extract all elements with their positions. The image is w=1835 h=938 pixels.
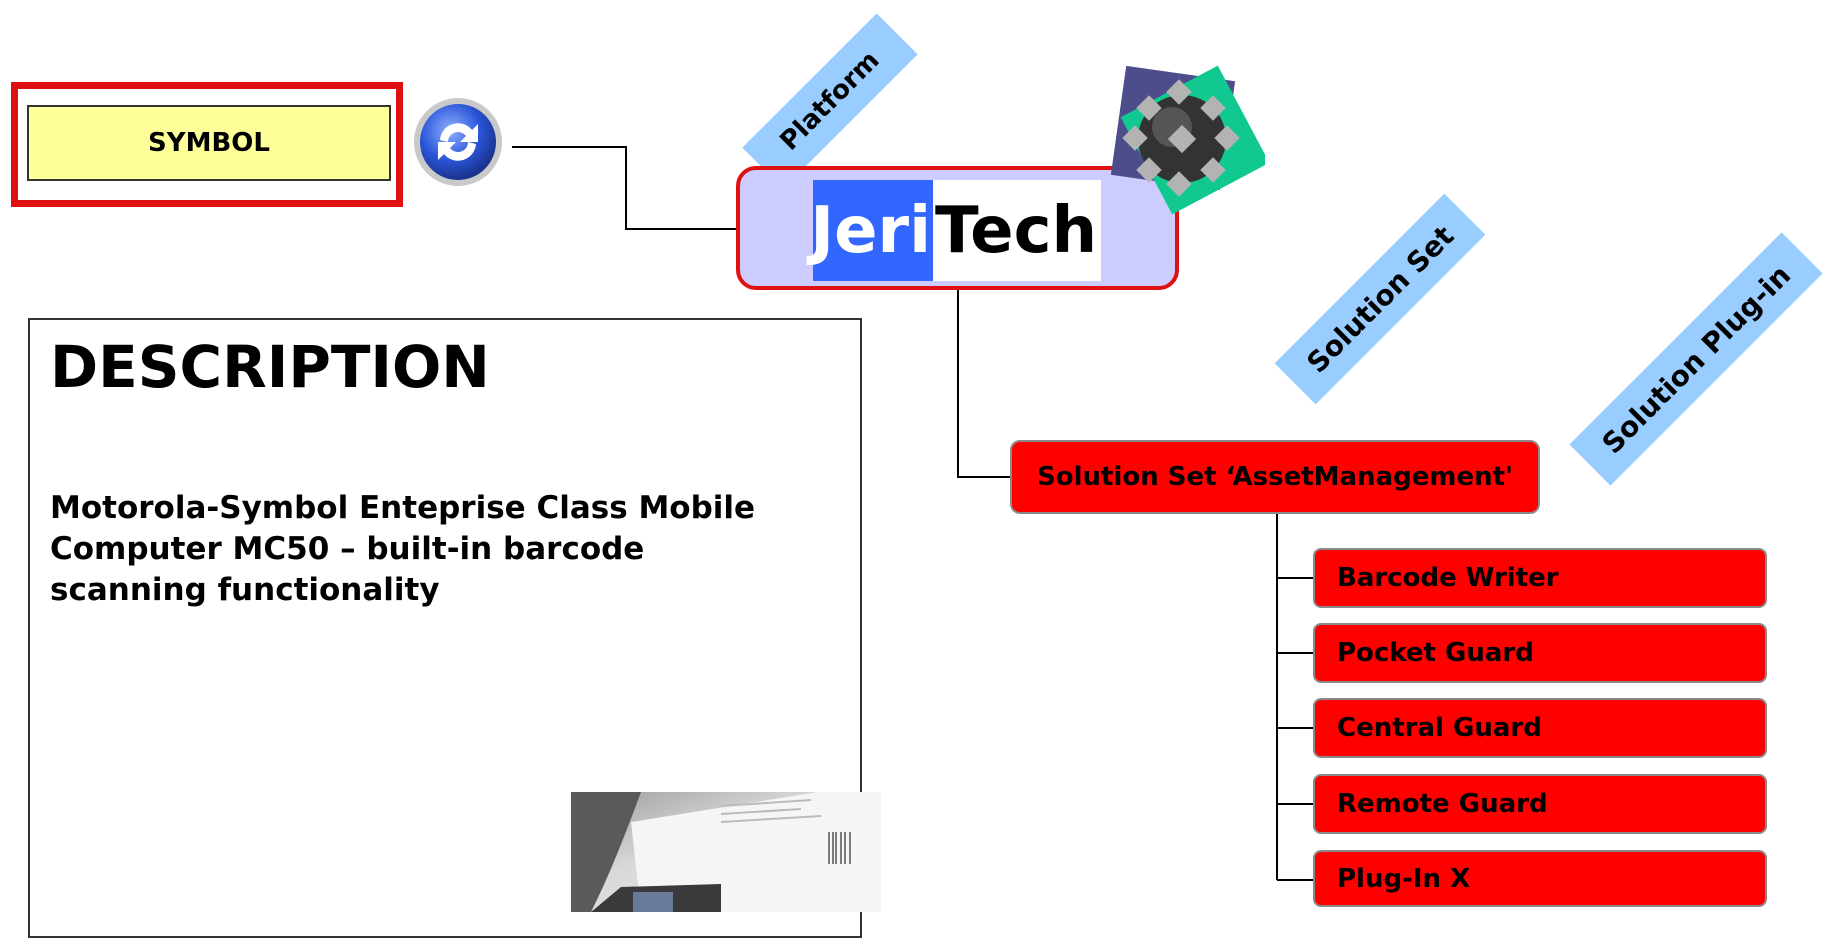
logo-tech-text: Tech [933, 180, 1101, 281]
platform-solset-connector [957, 290, 1010, 478]
solution-set-node[interactable]: Solution Set ‘AssetManagement' [1010, 440, 1540, 514]
symbol-node[interactable]: SYMBOL [27, 105, 391, 181]
plugin-node-central-guard[interactable]: Central Guard [1313, 698, 1767, 758]
logo-jeri-text: Jeri [810, 180, 933, 281]
description-text: Motorola-Symbol Enteprise Class Mobile C… [50, 490, 756, 608]
plugin-node-barcode-writer[interactable]: Barcode Writer [1313, 548, 1767, 608]
plugin-node-plug-in-x[interactable]: Plug-In X [1313, 850, 1767, 907]
jeritech-logo: Jeri Tech [810, 180, 1101, 281]
barcode-scanner-photo [571, 792, 881, 912]
plugin-gear-icon [1110, 65, 1265, 215]
connector-lines [512, 146, 1313, 881]
symbol-highlight-frame [11, 82, 403, 207]
plugin-node-pocket-guard[interactable]: Pocket Guard [1313, 623, 1767, 683]
sync-icon[interactable] [412, 96, 504, 188]
description-title: DESCRIPTION [50, 333, 490, 401]
symbol-platform-connector [512, 146, 736, 230]
plugin-node-remote-guard[interactable]: Remote Guard [1313, 774, 1767, 834]
